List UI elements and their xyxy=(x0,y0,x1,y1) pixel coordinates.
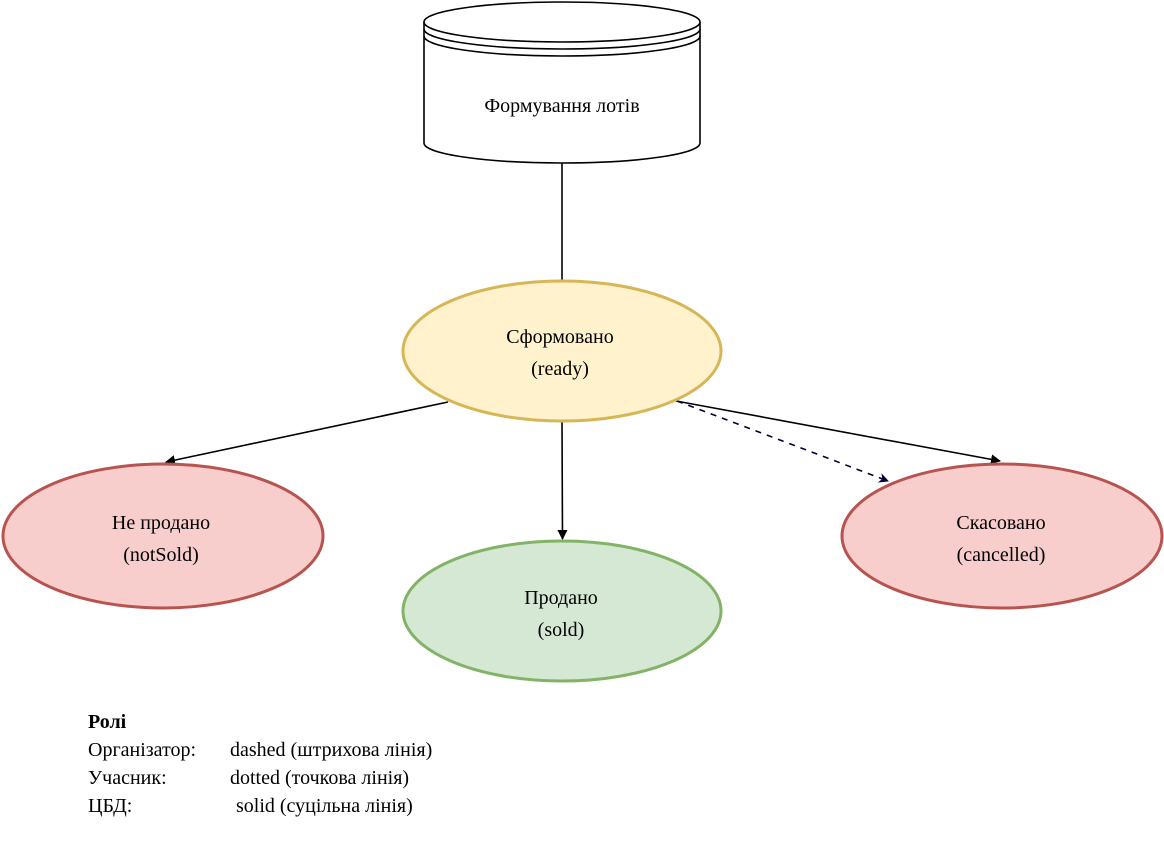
node-sold-shape xyxy=(401,539,723,683)
cylinder-body xyxy=(423,22,701,164)
node-sold-label: Продано xyxy=(524,587,598,609)
roles-legend: Ролі Організатор: dashed (штрихова лінія… xyxy=(88,708,432,820)
node-not-sold[interactable]: Не продано (notSold) xyxy=(1,462,325,610)
node-sold[interactable]: Продано (sold) xyxy=(401,539,723,683)
cylinder-ring-2 xyxy=(423,35,701,57)
legend-line-style: solid (суцільна лінія) xyxy=(236,795,413,817)
legend-line-style: dashed (штрихова лінія) xyxy=(230,739,433,761)
edge-ready-to-notsold[interactable] xyxy=(165,401,449,466)
edge-ready-to-sold[interactable] xyxy=(557,421,568,540)
legend-role: Організатор: xyxy=(88,739,197,761)
node-ready[interactable]: Сформовано (ready) xyxy=(401,279,723,423)
node-not-sold-label: Не продано xyxy=(112,512,210,534)
node-sold-code: (sold) xyxy=(538,619,585,641)
node-ready-code: (ready) xyxy=(531,358,589,380)
node-cancelled[interactable]: Скасовано (cancelled) xyxy=(840,462,1164,610)
legend-row-participant: Учасник: dotted (точкова лінія) xyxy=(88,764,432,792)
node-ready-label: Сформовано xyxy=(506,326,613,348)
node-lot-formation[interactable]: Формування лотів xyxy=(423,1,701,164)
edge-ready-to-cancelled-dashed[interactable] xyxy=(676,400,889,483)
edge-ready-to-cancelled-solid[interactable] xyxy=(675,400,1001,465)
legend-row-organizer: Організатор: dashed (штрихова лінія) xyxy=(88,736,432,764)
node-cancelled-shape xyxy=(840,462,1164,610)
node-not-sold-shape xyxy=(1,462,325,610)
node-ready-shape xyxy=(401,279,723,423)
node-lot-formation-label: Формування лотів xyxy=(484,95,639,117)
node-cancelled-label: Скасовано xyxy=(956,512,1045,534)
legend-role: Учасник: xyxy=(88,767,167,789)
legend-title: Ролі xyxy=(88,711,127,733)
edges xyxy=(165,163,1001,540)
cylinder-top xyxy=(423,1,701,43)
legend-role: ЦБД: xyxy=(88,795,133,817)
cylinder-ring-1 xyxy=(423,28,701,50)
legend-row-cbd: ЦБД: solid (суцільна лінія) xyxy=(88,792,432,820)
legend-line-style: dotted (точкова лінія) xyxy=(230,767,410,789)
node-cancelled-code: (cancelled) xyxy=(957,544,1046,566)
node-not-sold-code: (notSold) xyxy=(123,544,199,566)
